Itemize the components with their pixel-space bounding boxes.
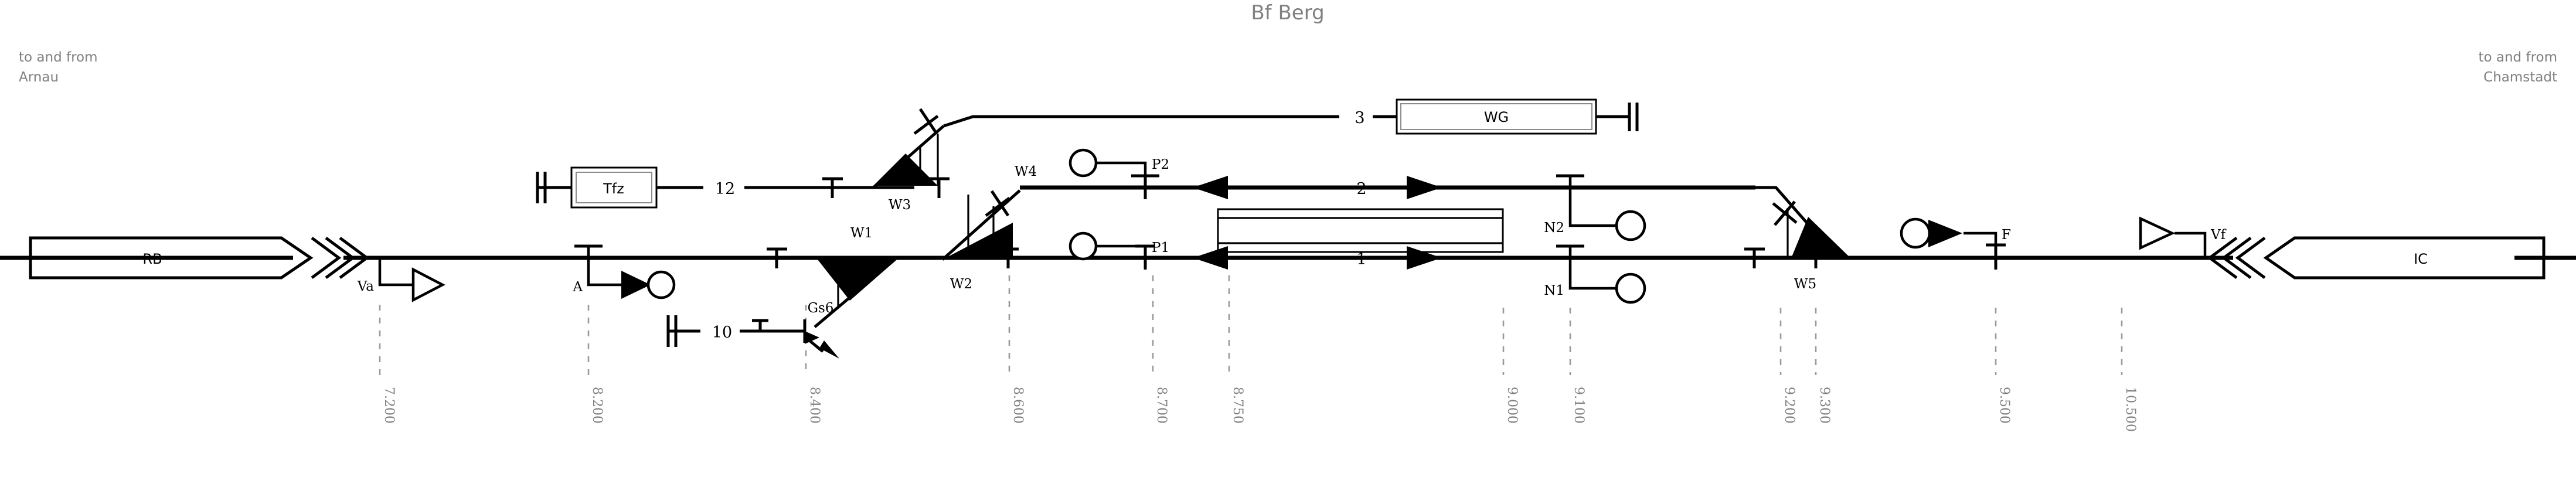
km-marker: 9.500 [1997, 387, 2012, 424]
signal-p2[interactable]: P2 [1068, 148, 1169, 199]
line-box-rb: RB [29, 236, 370, 280]
signal-f[interactable]: F [1900, 217, 2011, 270]
km-leader-lines-extra [1008, 275, 1230, 375]
track-3-route: 3 WG [913, 98, 1639, 135]
insulated-joints-w5 [1744, 247, 1826, 268]
km-marker: 8.750 [1230, 387, 1245, 424]
track-10-siding: 10 Gs6 [666, 301, 839, 359]
signal-n2[interactable]: N2 [1544, 174, 1646, 241]
switch-w2[interactable]: W2 [941, 189, 1021, 292]
switch-w5-label: W5 [1794, 277, 1816, 292]
km-marker: 8.200 [590, 387, 604, 424]
switch-w2-label: W2 [950, 277, 972, 292]
track-2-label: 2 [1356, 180, 1366, 198]
km-marker: 10.500 [2123, 387, 2138, 432]
km-marker: 9.200 [1782, 387, 1796, 424]
km-marker: 9.000 [1505, 387, 1519, 424]
signal-n1[interactable]: N1 [1544, 244, 1646, 304]
switch-w5[interactable]: W5 [1755, 186, 1852, 292]
signal-vf[interactable]: Vf [2139, 216, 2227, 260]
direction-left-line2: Arnau [19, 70, 59, 85]
line-box-ic: IC [2207, 236, 2546, 280]
signal-n1-label: N1 [1544, 283, 1564, 298]
line-box-rb-label: RB [142, 251, 162, 267]
page-title: Bf Berg [1251, 1, 1324, 25]
signal-n2-label: N2 [1544, 220, 1564, 236]
km-markers: 7.200 8.200 8.400 8.600 8.700 8.750 9.00… [382, 387, 2138, 432]
direction-left-line1: to and from [19, 50, 98, 65]
insulated-joints-track2-west [822, 177, 950, 198]
signal-a[interactable]: A [572, 244, 676, 299]
km-marker: 9.300 [1817, 387, 1832, 424]
signal-p1[interactable]: P1 [1068, 231, 1169, 270]
switch-w3[interactable]: W3 [872, 125, 945, 213]
signal-p2-label: P2 [1152, 157, 1169, 172]
km-marker: 8.700 [1154, 387, 1169, 424]
switch-w4: W4 [985, 164, 1037, 217]
km-marker: 8.400 [807, 387, 822, 424]
platform [1217, 208, 1504, 253]
line-box-ic-label: IC [2414, 251, 2428, 267]
track-3-label: 3 [1355, 109, 1364, 127]
switch-w4-label: W4 [1015, 164, 1037, 179]
km-marker: 9.100 [1571, 387, 1586, 424]
facility-box-tfz-label: Tfz [603, 180, 624, 197]
direction-right-line1: to and from [2478, 50, 2557, 65]
track-2-direction-arrows: 2 [1172, 176, 1442, 199]
track-12-label: 12 [715, 180, 735, 198]
switch-w1[interactable]: W1 [814, 226, 898, 328]
signal-va-label: Va [357, 279, 374, 294]
switch-w3-label: W3 [889, 197, 911, 213]
signal-p1-label: P1 [1152, 240, 1169, 255]
signal-vf-label: Vf [2210, 227, 2227, 243]
km-marker: 7.200 [382, 387, 396, 424]
direction-right-line2: Chamstadt [2483, 70, 2557, 85]
signal-va[interactable]: Va [357, 260, 445, 302]
facility-box-wg-label: WG [1484, 109, 1509, 125]
track-1-label: 1 [1356, 250, 1366, 268]
switch-w1-label: W1 [850, 226, 873, 241]
km-marker: 8.600 [1010, 387, 1025, 424]
track-12-siding: Tfz 12 [536, 166, 914, 209]
track-10-label: 10 [712, 323, 732, 342]
signal-a-label: A [572, 280, 583, 295]
signal-f-label: F [2002, 227, 2011, 243]
